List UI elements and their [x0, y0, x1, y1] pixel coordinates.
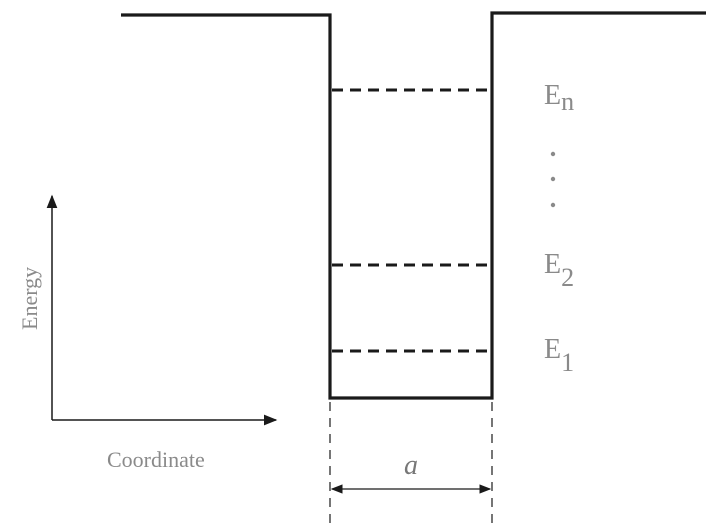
- energy-level-2-label: E2: [544, 249, 574, 292]
- potential-well: [121, 11, 706, 400]
- energy-level-n-label: En: [544, 80, 574, 116]
- ellipsis-dots: [550, 151, 556, 208]
- well-width-label: a: [404, 450, 418, 481]
- coordinate-axis-label: Coordinate: [107, 447, 205, 472]
- energy-axis-label: Energy: [17, 267, 42, 330]
- energy-level-1-label: E1: [544, 334, 574, 377]
